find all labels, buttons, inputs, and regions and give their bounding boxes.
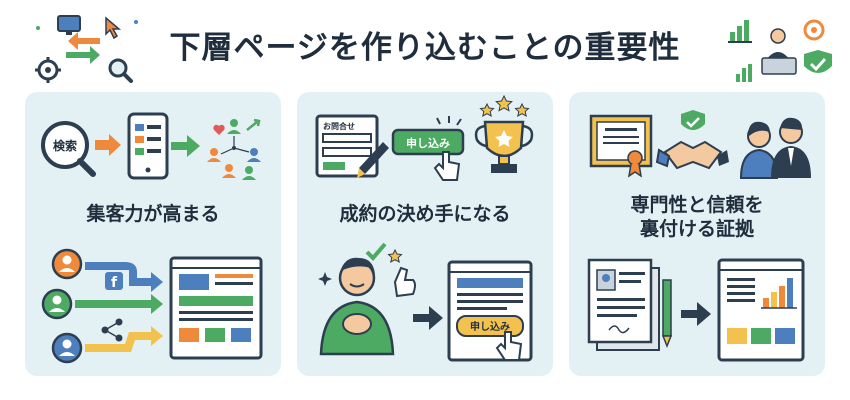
web-page-icon	[169, 256, 263, 360]
shield-check-icon	[681, 110, 705, 130]
panel-trust-evidence: 専門性と信頼を 裏付ける証拠	[569, 92, 825, 376]
search-label: 検索	[53, 138, 77, 153]
panel-attract-illustration: 検索	[41, 112, 263, 364]
user-avatar-icon	[51, 332, 83, 364]
magnifier-icon	[108, 58, 133, 83]
arrow-right-icon	[681, 302, 711, 326]
arrow-right-icon	[95, 134, 121, 156]
panel-conversion-illustration: お問合せ 申し込み	[315, 94, 534, 362]
user-avatar-icon	[51, 248, 83, 280]
click-hand-icon	[495, 331, 523, 361]
report-page-icon	[717, 258, 805, 362]
share-icon	[101, 318, 123, 342]
certificate-icon	[589, 114, 653, 178]
shield-check-icon	[804, 50, 832, 73]
check-icon	[365, 242, 387, 261]
bar-chart-icon	[728, 20, 752, 43]
professionals-icon	[739, 117, 811, 179]
profile-document-icon	[587, 258, 660, 351]
panel-caption-line-1: 専門性と信頼を	[630, 194, 764, 216]
search-magnifier-icon	[41, 121, 96, 177]
trophy-icon	[474, 120, 534, 173]
panel-attract-customers: 検索	[25, 92, 281, 376]
star-icon	[514, 102, 530, 117]
facebook-icon	[105, 272, 123, 290]
page-title: 下層ページを作り込むことの重要性	[169, 30, 681, 66]
star-icon	[495, 94, 513, 112]
user-avatar-icon	[41, 288, 73, 320]
cursor-icon	[105, 16, 122, 40]
pen-icon	[357, 142, 389, 178]
form-title: お問合せ	[323, 121, 355, 131]
panel-trust-illustration	[587, 110, 811, 362]
handshake-icon	[655, 140, 729, 170]
gear-icon	[35, 57, 61, 83]
panel-caption: 集客力が高まる	[86, 203, 220, 225]
presenter-icon	[761, 28, 797, 75]
arrow-right-icon	[171, 135, 200, 157]
gear-icon	[803, 19, 825, 41]
swap-arrows-icon	[66, 32, 100, 64]
social-label: f	[111, 275, 118, 291]
satisfied-person-icon	[319, 257, 395, 356]
thumbs-up-icon	[393, 266, 416, 298]
sparkle-icon	[318, 272, 332, 286]
apply-button-label: 申し込み	[406, 136, 450, 150]
flow-arrow-icon	[85, 262, 163, 292]
apply-button-page-label: 申し込み	[470, 320, 510, 333]
monitor-icon	[57, 15, 81, 35]
panel-caption: 成約の決め手になる	[339, 203, 511, 225]
apply-button-icon	[391, 128, 465, 156]
people-network-icon	[207, 118, 261, 180]
click-hand-icon	[433, 116, 462, 181]
small-bar-chart-icon	[736, 64, 752, 82]
panel-caption-line-2: 裏付ける証拠	[639, 218, 754, 240]
pen-icon	[661, 279, 673, 349]
header-left-decor	[35, 15, 138, 83]
flow-arrow-icon	[75, 294, 163, 314]
flow-arrow-icon	[85, 326, 163, 352]
header-right-decor	[728, 19, 832, 82]
star-icon	[479, 102, 495, 117]
contact-form-icon	[315, 114, 379, 178]
panel-conversion: お問合せ 申し込み	[297, 92, 553, 376]
smartphone-icon	[127, 112, 169, 180]
star-icon	[387, 248, 403, 263]
arrow-right-icon	[413, 306, 443, 330]
